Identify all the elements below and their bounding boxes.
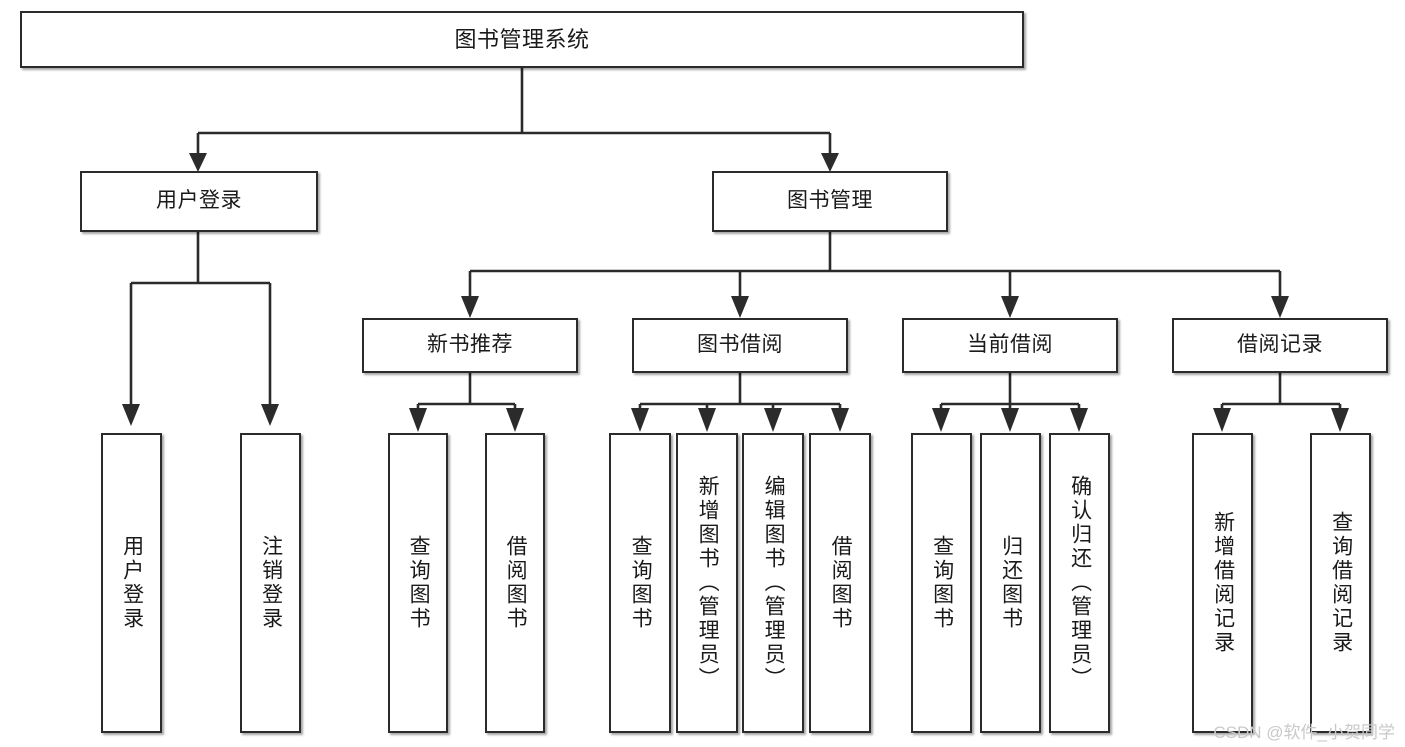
node-leaf-current-query-label: 查询图书 xyxy=(930,535,954,631)
arrow-to-borrow-record xyxy=(1271,296,1289,318)
node-new-book-rec[interactable]: 新书推荐 xyxy=(362,318,578,373)
arrow-to-current-borrow xyxy=(1001,296,1019,318)
arrow-to-leaf-user-logout xyxy=(261,404,279,426)
node-leaf-borrow-edit[interactable]: 编辑图书（管理员） xyxy=(742,433,804,733)
node-leaf-record-query-label: 查询借阅记录 xyxy=(1329,511,1353,655)
node-leaf-user-login[interactable]: 用户登录 xyxy=(101,433,162,733)
node-leaf-current-query[interactable]: 查询图书 xyxy=(911,433,972,733)
node-leaf-borrow-edit-label: 编辑图书（管理员） xyxy=(762,475,786,691)
arrow-to-leaf-rec-query xyxy=(409,408,427,432)
node-leaf-current-return-label: 归还图书 xyxy=(999,535,1023,631)
node-leaf-user-logout-label: 注销登录 xyxy=(259,535,283,631)
arrow-to-leaf-borrow-do xyxy=(831,408,849,432)
node-leaf-current-confirm-label: 确认归还（管理员） xyxy=(1068,475,1092,691)
node-borrow-record-label: 借阅记录 xyxy=(1237,333,1323,357)
node-leaf-record-add[interactable]: 新增借阅记录 xyxy=(1192,433,1253,733)
arrow-to-leaf-record-query xyxy=(1331,408,1349,432)
node-leaf-borrow-do[interactable]: 借阅图书 xyxy=(809,433,871,733)
node-leaf-record-add-label: 新增借阅记录 xyxy=(1211,511,1235,655)
node-book-manage-label: 图书管理 xyxy=(787,189,873,213)
node-current-borrow-label: 当前借阅 xyxy=(967,333,1053,357)
node-leaf-rec-borrow[interactable]: 借阅图书 xyxy=(485,433,545,733)
node-leaf-rec-query-label: 查询图书 xyxy=(407,535,431,631)
node-leaf-borrow-do-label: 借阅图书 xyxy=(829,535,853,631)
arrow-to-leaf-current-return xyxy=(1001,408,1019,432)
arrow-to-leaf-user-login xyxy=(122,404,140,426)
arrow-to-book-manage xyxy=(821,153,839,172)
node-leaf-borrow-query-label: 查询图书 xyxy=(629,535,653,631)
node-root[interactable]: 图书管理系统 xyxy=(20,11,1024,68)
node-leaf-current-return[interactable]: 归还图书 xyxy=(980,433,1041,733)
arrow-to-leaf-borrow-query xyxy=(631,408,649,432)
arrow-to-leaf-rec-borrow xyxy=(506,408,524,432)
arrow-to-leaf-borrow-edit xyxy=(764,408,782,432)
node-leaf-rec-query[interactable]: 查询图书 xyxy=(388,433,448,733)
node-leaf-borrow-add-label: 新增图书（管理员） xyxy=(696,475,720,691)
arrow-to-leaf-borrow-add xyxy=(698,408,716,432)
arrow-to-user-login xyxy=(189,153,207,172)
node-book-borrow[interactable]: 图书借阅 xyxy=(632,318,848,373)
arrow-to-leaf-current-query xyxy=(932,408,950,432)
node-leaf-user-logout[interactable]: 注销登录 xyxy=(240,433,301,733)
node-book-manage[interactable]: 图书管理 xyxy=(712,171,948,232)
node-leaf-current-confirm[interactable]: 确认归还（管理员） xyxy=(1049,433,1110,733)
node-root-label: 图书管理系统 xyxy=(454,26,590,52)
node-new-book-rec-label: 新书推荐 xyxy=(427,333,513,357)
node-leaf-borrow-query[interactable]: 查询图书 xyxy=(609,433,671,733)
node-book-borrow-label: 图书借阅 xyxy=(697,333,783,357)
node-user-login[interactable]: 用户登录 xyxy=(80,171,318,232)
node-leaf-borrow-add[interactable]: 新增图书（管理员） xyxy=(676,433,738,733)
node-user-login-label: 用户登录 xyxy=(156,189,242,213)
node-leaf-rec-borrow-label: 借阅图书 xyxy=(504,535,528,631)
node-leaf-user-login-label: 用户登录 xyxy=(120,535,144,631)
watermark: CSDN @软件_小贺同学 xyxy=(1213,723,1395,742)
arrow-to-leaf-record-add xyxy=(1213,408,1231,432)
node-borrow-record[interactable]: 借阅记录 xyxy=(1172,318,1388,373)
node-current-borrow[interactable]: 当前借阅 xyxy=(902,318,1118,373)
node-leaf-record-query[interactable]: 查询借阅记录 xyxy=(1310,433,1371,733)
arrow-to-new-book-rec xyxy=(461,296,479,318)
arrow-to-book-borrow xyxy=(731,296,749,318)
arrow-to-leaf-current-confirm xyxy=(1070,408,1088,432)
